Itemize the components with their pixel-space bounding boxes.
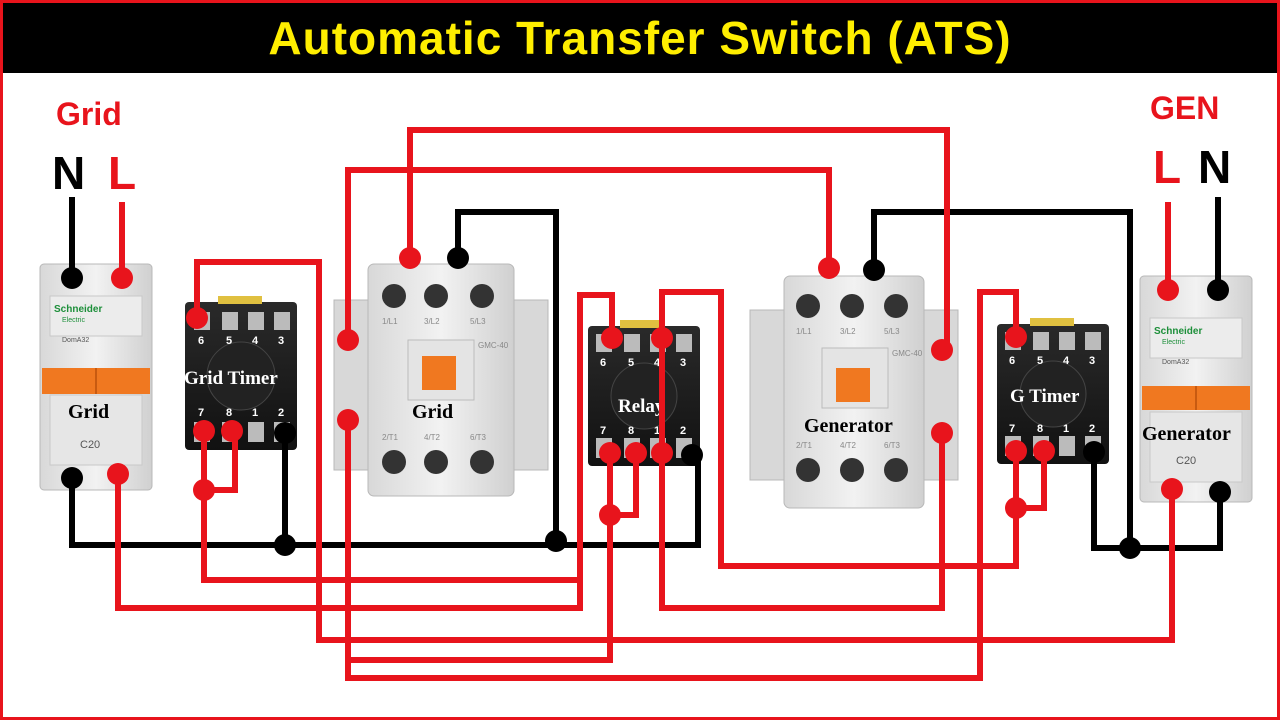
relay-pin-2: 2 — [680, 425, 686, 437]
grid-contactor-term-t3: 6/T3 — [470, 433, 487, 442]
grid-contactor-term-t2: 4/T2 — [424, 433, 441, 442]
grid-breaker-label: Grid — [68, 401, 109, 423]
relay-pin-8: 8 — [628, 425, 634, 437]
gen-neutral-label: N — [1198, 141, 1232, 193]
gen-live-label: L — [1153, 141, 1182, 193]
grid-breaker-brand: Schneider — [54, 304, 102, 315]
generator-contactor: 1/L1 3/L2 5/L3 2/T1 4/T2 6/T3 GMC-40 Gen… — [749, 275, 959, 509]
grid-contactor-term-l2: 3/L2 — [424, 317, 440, 326]
gen-breaker-sub: Electric — [1162, 339, 1185, 346]
g-timer-pin-3: 3 — [1089, 355, 1095, 367]
gen-contactor-term-l3: 5/L3 — [884, 327, 900, 336]
relay-pin-4: 4 — [654, 357, 661, 369]
generator-breaker: Schneider Electric DomA32 C20 Generator — [1139, 275, 1253, 503]
g-timer-pin-5: 5 — [1037, 355, 1043, 367]
diagram-title: Automatic Transfer Switch (ATS) — [268, 12, 1012, 64]
grid-contactor-button[interactable] — [422, 356, 456, 390]
g-timer-relay: 6 5 4 3 7 8 1 2 G Timer — [997, 318, 1109, 464]
relay-label: Relay — [618, 396, 665, 417]
title-bar: Automatic Transfer Switch (ATS) — [3, 3, 1277, 73]
gen-breaker-model: DomA32 — [1162, 359, 1189, 366]
terminal-dots — [61, 247, 1231, 559]
grid-contactor: 1/L1 3/L2 5/L3 2/T1 4/T2 6/T3 GMC-40 Gri… — [333, 263, 549, 497]
grid-timer-pin-2: 2 — [278, 407, 284, 419]
g-timer-pin-6: 6 — [1009, 355, 1015, 367]
grid-contactor-term-l1: 1/L1 — [382, 317, 398, 326]
grid-timer-pin-4: 4 — [252, 335, 259, 347]
grid-breaker-sub: Electric — [62, 317, 85, 324]
relay-pin-7: 7 — [600, 425, 606, 437]
grid-breaker: Schneider Electric DomA32 C20 Grid — [39, 263, 153, 491]
grid-breaker-model: DomA32 — [62, 337, 89, 344]
grid-timer-pin-1: 1 — [252, 407, 258, 419]
neutral-wires — [69, 197, 1223, 551]
g-timer-label: G Timer — [1010, 386, 1080, 407]
live-wires — [115, 127, 1175, 681]
g-timer-pin-4: 4 — [1063, 355, 1070, 367]
grid-contactor-term-l3: 5/L3 — [470, 317, 486, 326]
grid-neutral-label: N — [52, 147, 86, 199]
gen-contactor-term-l1: 1/L1 — [796, 327, 812, 336]
g-timer-pin-7: 7 — [1009, 423, 1015, 435]
grid-timer-pin-5: 5 — [226, 335, 232, 347]
relay-pin-1: 1 — [654, 425, 660, 437]
gen-contactor-term-t1: 2/T1 — [796, 441, 813, 450]
grid-contactor-label: Grid — [412, 401, 453, 423]
gen-source-label: GEN — [1150, 90, 1220, 126]
grid-timer-pin-8: 8 — [226, 407, 232, 419]
gen-contactor-model: GMC-40 — [892, 349, 923, 358]
relay-pin-6: 6 — [600, 357, 606, 369]
gen-contactor-term-l2: 3/L2 — [840, 327, 856, 336]
grid-timer-label: Grid Timer — [184, 368, 278, 389]
g-timer-pin-8: 8 — [1037, 423, 1043, 435]
grid-contactor-term-t1: 2/T1 — [382, 433, 399, 442]
grid-source-label: Grid — [56, 96, 122, 132]
grid-timer-pin-7: 7 — [198, 407, 204, 419]
g-timer-pin-2: 2 — [1089, 423, 1095, 435]
g-timer-pin-1: 1 — [1063, 423, 1069, 435]
relay-pin-3: 3 — [680, 357, 686, 369]
grid-timer-pin-3: 3 — [278, 335, 284, 347]
relay-pin-5: 5 — [628, 357, 634, 369]
gen-contactor-button[interactable] — [836, 368, 870, 402]
gen-contactor-term-t3: 6/T3 — [884, 441, 901, 450]
grid-contactor-model: GMC-40 — [478, 341, 509, 350]
gen-breaker-label: Generator — [1142, 423, 1231, 445]
grid-timer-pin-6: 6 — [198, 335, 204, 347]
gen-breaker-rating: C20 — [1176, 455, 1196, 467]
gen-breaker-brand: Schneider — [1154, 326, 1202, 337]
gen-contactor-label: Generator — [804, 415, 893, 437]
grid-breaker-rating: C20 — [80, 439, 100, 451]
gen-contactor-term-t2: 4/T2 — [840, 441, 857, 450]
grid-live-label: L — [108, 147, 137, 199]
